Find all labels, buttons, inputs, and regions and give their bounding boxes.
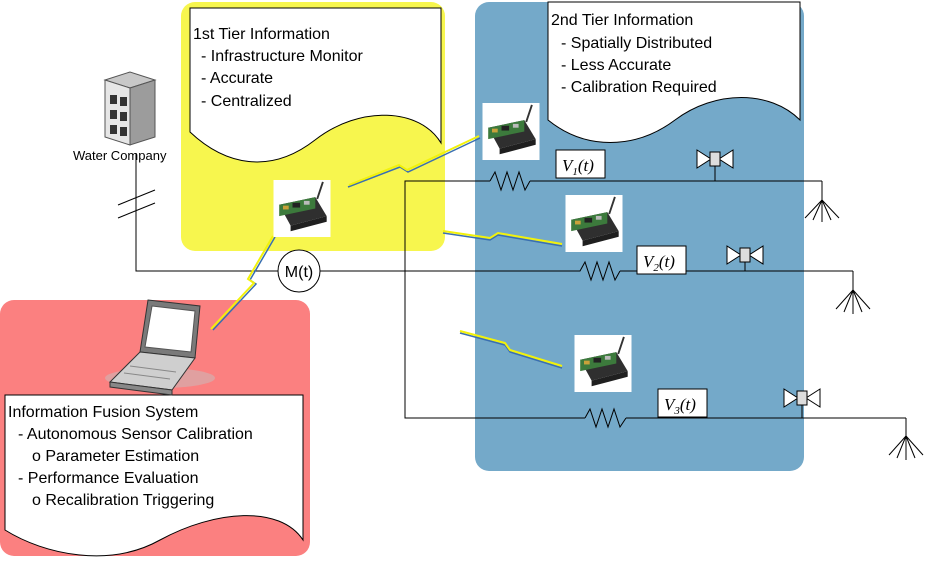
valve-icon (726, 245, 764, 271)
laptop-icon (105, 299, 215, 396)
pipe-network (117, 153, 907, 436)
sensor-node-icon (573, 335, 633, 392)
valve-label-box (555, 149, 606, 179)
wireless-link-icon (210, 235, 276, 331)
tier2-item: - Calibration Required (561, 79, 717, 96)
outlet-fan-icon (888, 435, 924, 460)
outlet-fan-icon (804, 199, 840, 222)
valve-label-box (636, 245, 687, 275)
wireless-link-icon (347, 135, 481, 188)
sensor-node-icon (564, 195, 624, 252)
fusion-item: - Autonomous Sensor Calibration (18, 426, 253, 443)
tier2-item: - Spatially Distributed (561, 35, 712, 52)
wireless-link-icon (442, 230, 563, 247)
tier1-item: - Centralized (201, 93, 292, 110)
tier2-title: 2nd Tier Information (551, 12, 693, 29)
sensor-node-icon (272, 180, 332, 237)
valve-icon (783, 388, 821, 418)
tier2-item: - Less Accurate (561, 57, 671, 74)
meter-icon (277, 249, 321, 293)
tier2-callout (547, 1, 801, 143)
fusion-title: Information Fusion System (8, 404, 198, 421)
tier1-callout (189, 7, 442, 163)
fusion-item: o Parameter Estimation (32, 448, 199, 465)
fusion-item: o Recalibration Triggering (32, 492, 214, 509)
water-company-label: Water Company (73, 148, 167, 163)
tier1-title: 1st Tier Information (193, 26, 330, 43)
valve-label: V3(t) (664, 395, 696, 417)
valve-label-box (657, 388, 708, 418)
tier1-item: - Accurate (201, 70, 273, 87)
valve-icon (696, 149, 734, 181)
wireless-link-icon (459, 330, 563, 369)
sensor-node-icon (481, 103, 541, 160)
meter-label: M(t) (285, 264, 313, 281)
fusion-item: - Performance Evaluation (18, 470, 199, 487)
valve-label: V2(t) (643, 252, 675, 274)
tier1-item: - Infrastructure Monitor (201, 48, 364, 65)
fusion-callout (4, 394, 304, 557)
outlet-fan-icon (835, 289, 871, 314)
valve-label: V1(t) (562, 156, 594, 178)
building-icon (103, 71, 157, 146)
